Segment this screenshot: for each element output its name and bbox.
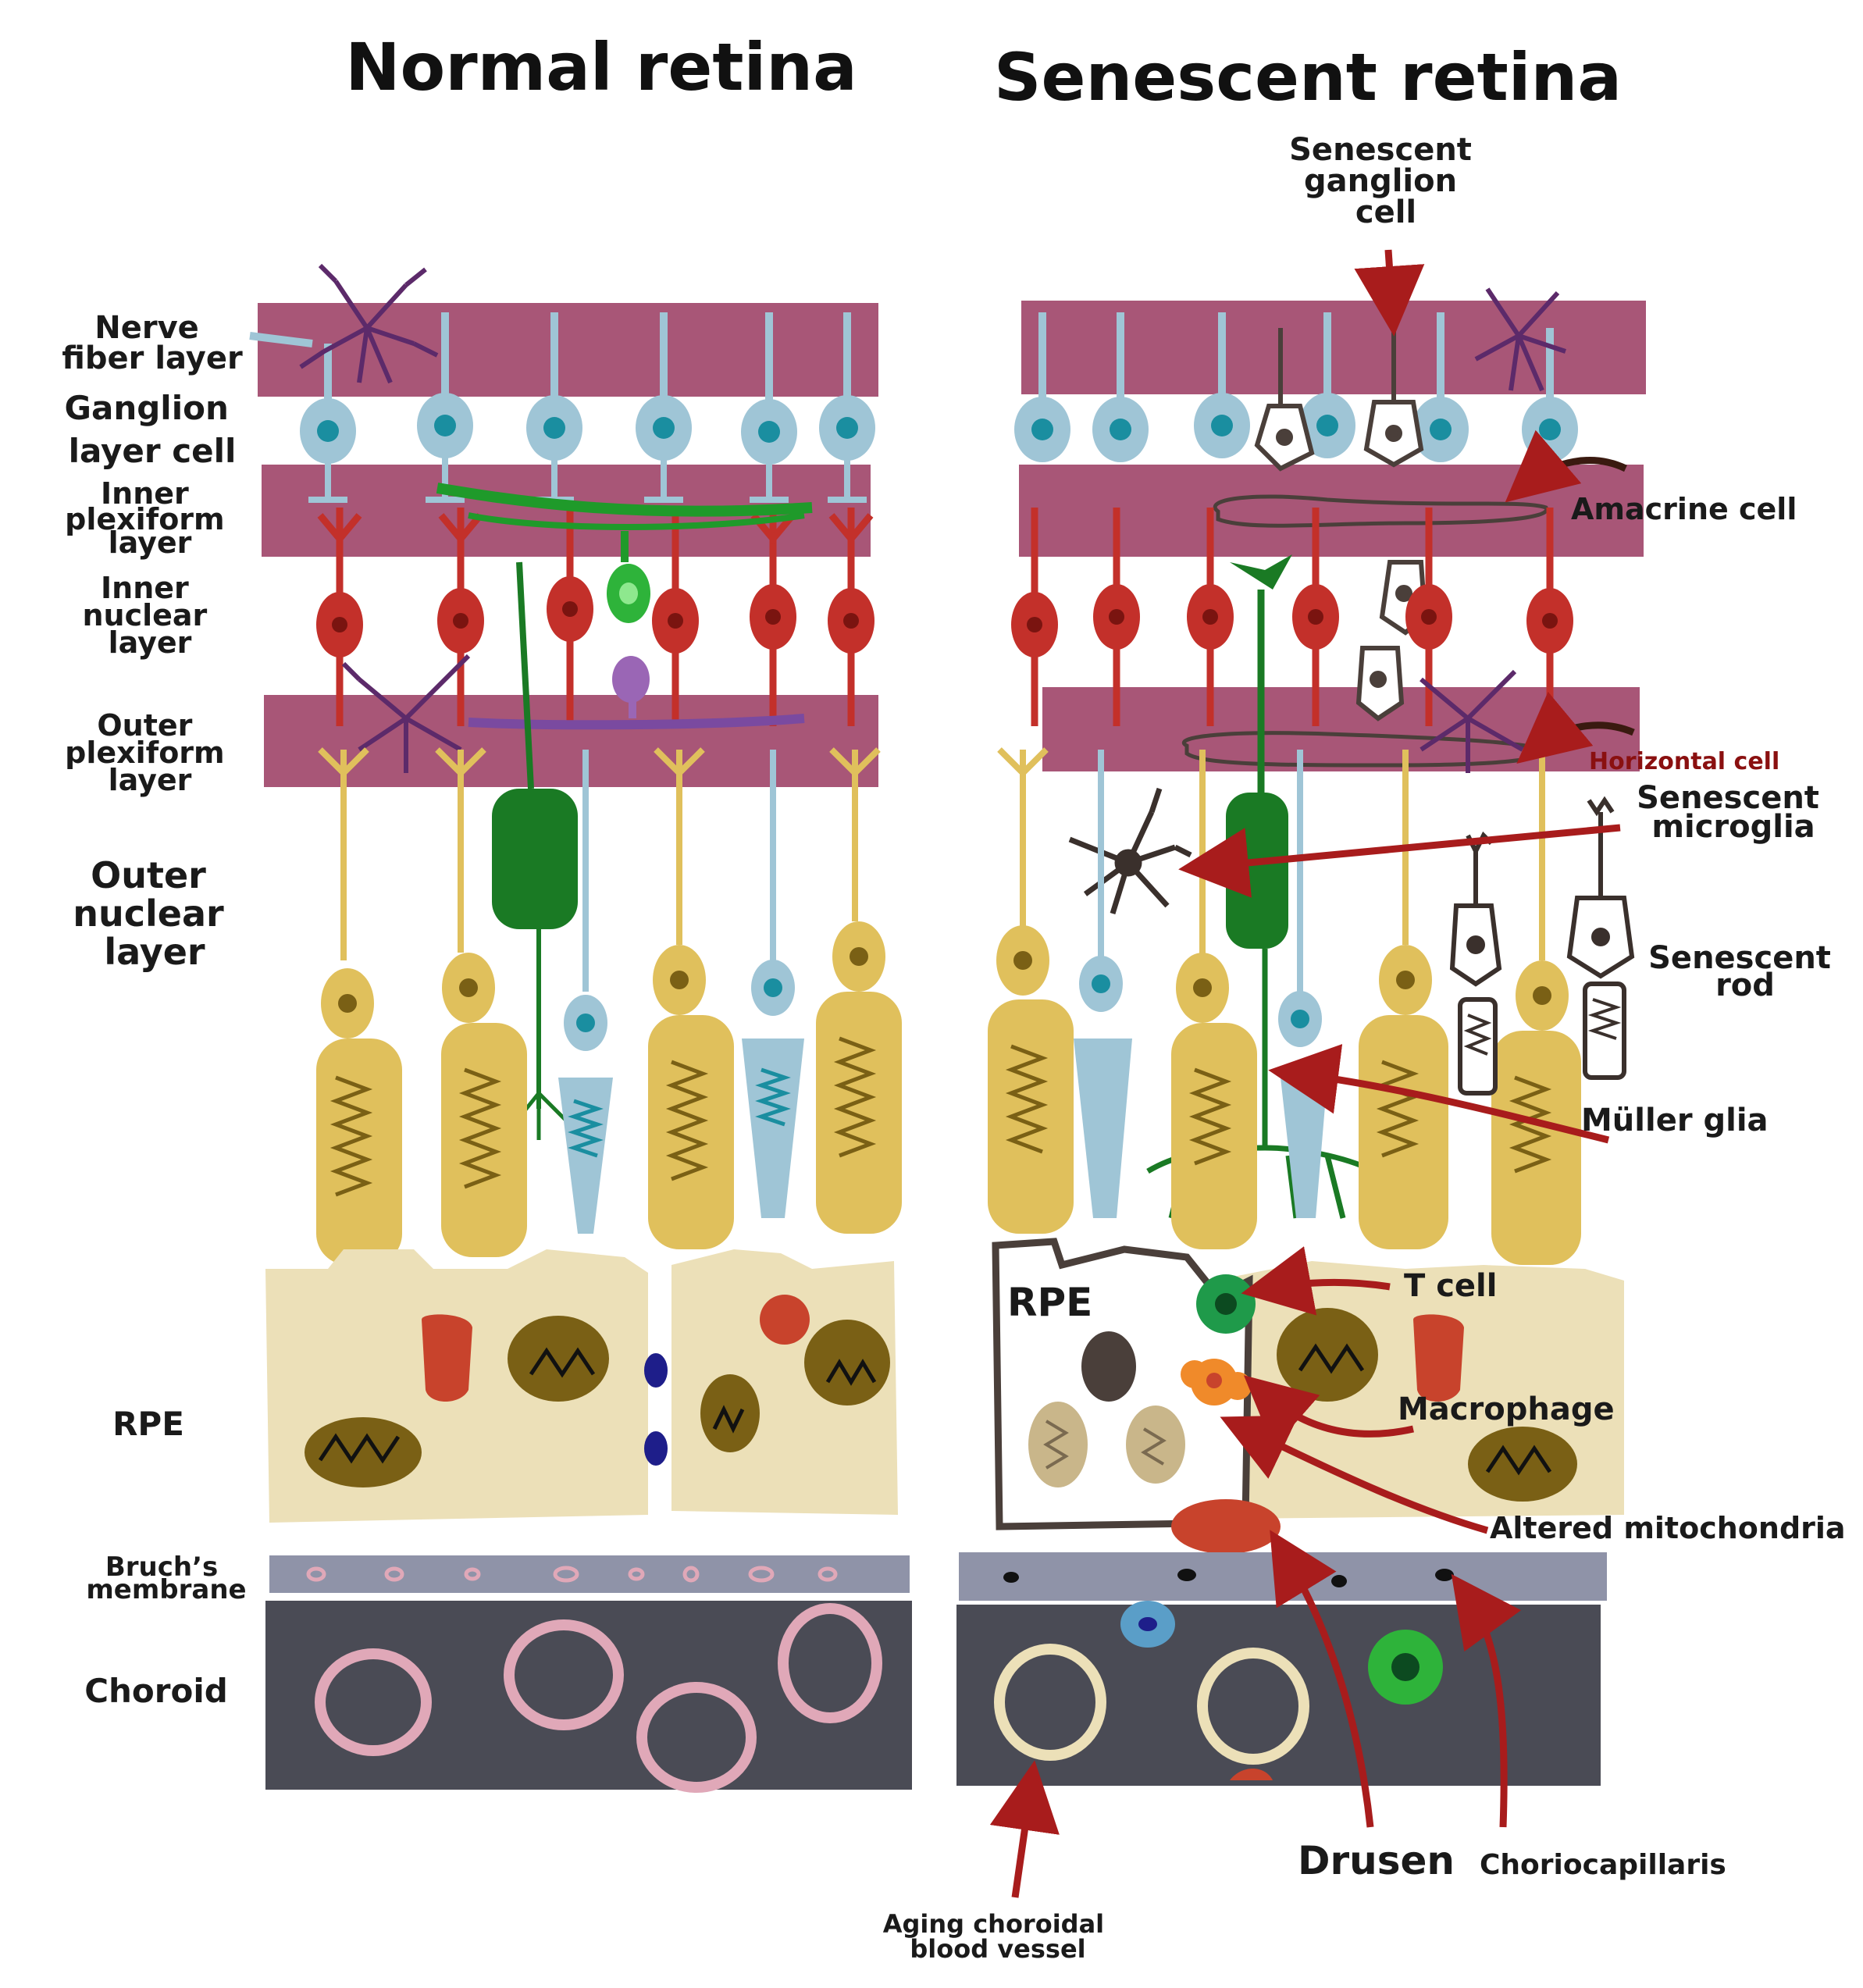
senescent-retina-panel: RPE: [956, 287, 1646, 1786]
ganglion-cells: [249, 312, 851, 406]
inner-nuclear-layer-label: Inner nuclear layer: [82, 571, 217, 660]
drusen-label: Drusen: [1298, 1838, 1455, 1883]
senescent-ganglion-label: Senescent ganglion cell: [1289, 132, 1483, 230]
normal-choroidal-vessels: [315, 1603, 882, 1793]
sen-bruchs-band: [959, 1552, 1607, 1601]
annotation-labels: Senescent ganglion cell Amacrine cell Ho…: [883, 132, 1846, 1964]
senescent-ganglion-cells: [1254, 312, 1428, 721]
senescent-retina-title: Senescent retina: [994, 39, 1622, 116]
choriocapillaris-label: Choriocapillaris: [1480, 1849, 1726, 1881]
senescent-rods: [1449, 796, 1635, 1096]
sen-bipolar-cells: [1011, 508, 1573, 726]
choriocapillaris-arrow: [1451, 1573, 1522, 1828]
normal-bruchs-band: [269, 1555, 910, 1593]
horizontal-cell: [468, 656, 805, 730]
bipolar-cells: [316, 508, 875, 726]
sen-bruchs-deposits: [1003, 1569, 1454, 1587]
t-cell-label: T cell: [1404, 1268, 1497, 1304]
normal-retina-panel: [249, 263, 912, 1793]
normal-muller-glia: [492, 561, 578, 1140]
macrophage-arrow: [1243, 1375, 1414, 1448]
horizontal-label: Horizontal cell: [1589, 748, 1779, 775]
bruchs-deposits: [306, 1566, 838, 1583]
muller-arrow: [1268, 1044, 1610, 1144]
amacrine-arrow: [1505, 429, 1627, 503]
normal-microglia: [299, 263, 471, 773]
sen-ganglion-somas: [1014, 393, 1578, 462]
aging-vessel-arrow: [989, 1760, 1060, 1898]
normal-photoreceptors: [316, 747, 902, 1265]
amacrine-cell: [436, 483, 813, 623]
horizontal-arrow: [1516, 691, 1635, 764]
annotation-arrows: [989, 249, 1635, 1898]
sen-ganglion-axons: [1038, 312, 1554, 406]
t-cell-arrow: [1241, 1246, 1391, 1316]
nerve-fiber-layer-label: Nerve fiber layer: [62, 310, 243, 376]
amacrine-label: Amacrine cell: [1571, 492, 1797, 526]
senescent-microglia: [1068, 787, 1192, 915]
bruchs-membrane-label: Bruch’s membrane: [86, 1552, 246, 1605]
senescent-microglia-label: Senescent microglia: [1637, 780, 1830, 845]
inner-plexiform-layer-label: Inner plexiform layer: [65, 476, 235, 560]
muller-glia-label: Müller glia: [1581, 1103, 1769, 1138]
altered-mitochondria-label: Altered mitochondria: [1490, 1511, 1846, 1545]
ganglion-somas: [300, 393, 875, 465]
aging-choroidal-vessel-label: Aging choroidal blood vessel: [883, 1909, 1113, 1964]
ganglion-arrow: [1354, 249, 1425, 337]
layer-labels: Nerve fiber layer Ganglion layer cell In…: [62, 310, 246, 1710]
normal-rpe: [265, 1249, 898, 1523]
nerve-fiber-band: [258, 303, 878, 397]
choroid-layer-label: Choroid: [84, 1672, 228, 1710]
altered-mito-arrow: [1220, 1415, 1489, 1534]
sen-nerve-fiber-band: [1021, 301, 1646, 394]
drusen-deposit: [1171, 1499, 1281, 1554]
normal-retina-title: Normal retina: [345, 29, 857, 105]
ganglion-layer-label: Ganglion layer cell: [65, 389, 240, 470]
outer-nuclear-layer-label: Outer nuclear layer: [73, 854, 236, 973]
rpe-layer-label: RPE: [112, 1405, 184, 1443]
aging-choroidal-vessels: [994, 1644, 1309, 1765]
sen-microglia-upper: [1420, 287, 1566, 773]
senescent-rpe: RPE: [992, 1238, 1624, 1554]
drusen-arrow: [1270, 1530, 1374, 1828]
senescent-rod-label: Senescent rod: [1648, 940, 1842, 1003]
microglia-arrow: [1178, 824, 1621, 898]
rpe-inner-label: RPE: [1007, 1280, 1092, 1325]
ganglion-dendrites: [308, 457, 867, 503]
macrophage-label: Macrophage: [1398, 1391, 1615, 1427]
outer-plexiform-layer-label: Outer plexiform layer: [65, 708, 235, 797]
